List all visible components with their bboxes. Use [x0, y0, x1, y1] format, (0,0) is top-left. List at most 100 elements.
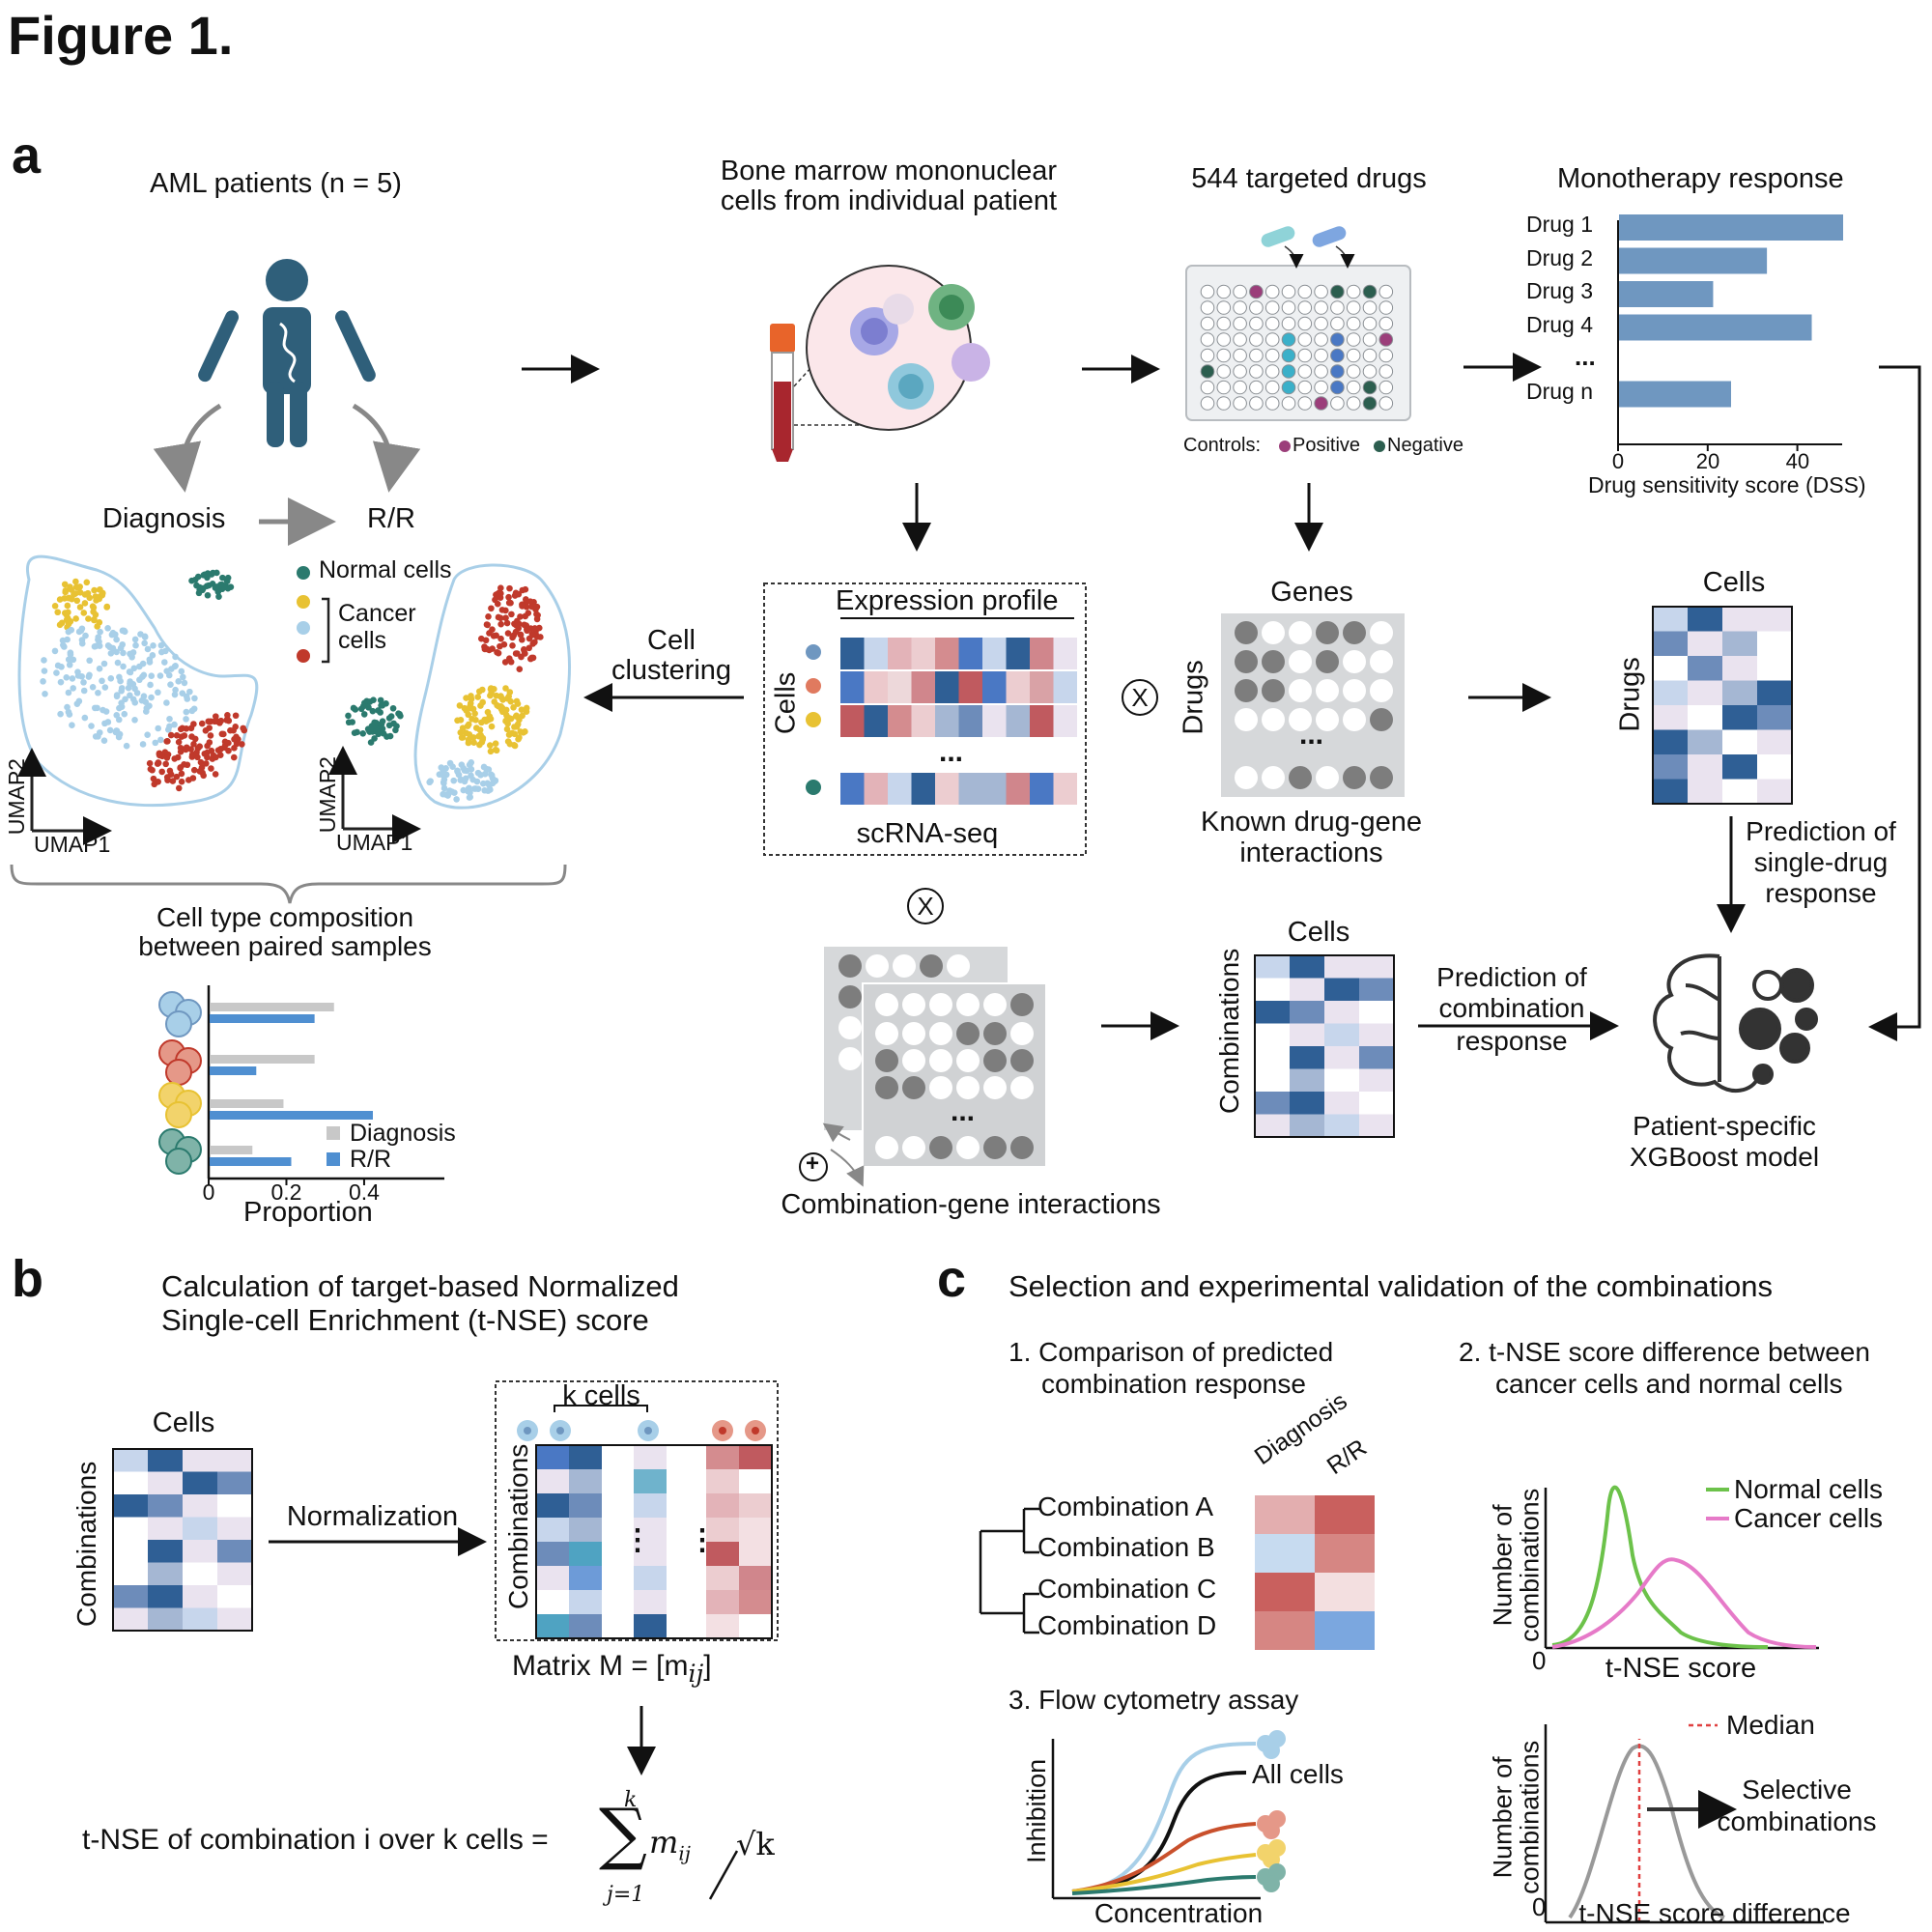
umap-dot — [487, 742, 494, 749]
comb-heat-cell — [1255, 955, 1290, 979]
umap-dot — [526, 644, 533, 652]
umap-dot — [492, 740, 499, 748]
umap-dot — [479, 698, 486, 706]
comb-heat-cell — [1290, 1068, 1324, 1092]
cg-front-dot — [983, 1022, 1007, 1045]
noc-axis-1: Number of combinations — [1489, 1468, 1545, 1662]
umap-dot — [80, 679, 87, 686]
umap-dot — [163, 738, 171, 745]
plate-well — [1249, 332, 1264, 347]
cg-back-dot — [920, 954, 943, 978]
plate-well — [1249, 316, 1264, 331]
plate-well — [1346, 300, 1361, 315]
drugs-axis-label: Drugs — [1178, 660, 1209, 735]
expression-cell — [1053, 773, 1077, 805]
umap-dot — [377, 709, 384, 716]
umap-dot — [453, 796, 460, 803]
plate-well — [1264, 284, 1280, 299]
umap-dot — [181, 732, 188, 739]
umap-dot — [463, 695, 469, 701]
umap-dot — [187, 724, 195, 732]
b-heat1-cell — [217, 1517, 252, 1540]
cg-back-dot — [893, 954, 916, 978]
umap-dot — [508, 729, 516, 737]
b-heat1-cell — [148, 1540, 183, 1563]
comb-heat-cell — [1359, 955, 1394, 979]
plate-well — [1362, 364, 1378, 379]
c-heat-cell — [1315, 1495, 1375, 1534]
mono-bar — [1619, 381, 1731, 408]
umap-dot — [502, 706, 510, 714]
umap-dot — [94, 623, 100, 630]
umap-dot — [139, 741, 147, 748]
umap-dot — [146, 759, 154, 767]
comb-heat-cell — [1290, 1114, 1324, 1137]
drug-heat-cell — [1757, 729, 1792, 754]
figure-title: Figure 1. — [8, 5, 234, 66]
comb-heat-cell — [1324, 1068, 1359, 1092]
umap-dot — [106, 726, 114, 734]
umap-dot — [459, 734, 467, 741]
umap-dot — [440, 779, 447, 786]
expression-cell — [1030, 671, 1054, 703]
umap-dot — [71, 591, 77, 598]
umap-dot — [91, 586, 98, 594]
controls-label: Controls: — [1183, 435, 1262, 456]
umap-dot — [171, 755, 179, 762]
comb-c-label: Combination C — [1037, 1574, 1217, 1604]
plate-well — [1249, 348, 1264, 363]
b-heat2-cell — [739, 1445, 772, 1469]
umap-dot — [69, 675, 76, 682]
umap-dot — [190, 705, 198, 713]
umap-dot — [201, 750, 209, 757]
umap-dot — [426, 779, 434, 786]
umap-dot — [461, 778, 469, 785]
drug-heat-cell — [1757, 705, 1792, 730]
dg-dot — [1262, 708, 1285, 731]
umap-dot — [144, 731, 151, 738]
comb-heat-cell — [1324, 1001, 1359, 1024]
plate-well — [1264, 380, 1280, 395]
pred-single-1: Prediction of — [1746, 816, 1896, 846]
umap-dot — [386, 732, 394, 740]
c-title: Selection and experimental validation of… — [1009, 1269, 1773, 1303]
plate-well — [1378, 364, 1394, 379]
expression-cell — [958, 705, 982, 737]
drug-heat-cell — [1653, 754, 1688, 780]
umap-dot — [100, 737, 108, 744]
comb-heat-cell — [1359, 978, 1394, 1001]
plate-well — [1378, 332, 1394, 347]
umap-dot — [377, 696, 384, 704]
drug-heat-cell — [1653, 729, 1688, 754]
umap-dot — [171, 721, 178, 728]
dg-dot — [1343, 766, 1366, 789]
b-heat1-cell — [148, 1562, 183, 1585]
umap-dot — [231, 735, 238, 743]
scrna-label: scRNA-seq — [856, 818, 999, 849]
b-heat2-cell — [536, 1566, 569, 1590]
umap-dot — [534, 611, 541, 619]
umap-dot — [212, 771, 219, 778]
tnse-diff-label: t-NSE score difference — [1578, 1898, 1851, 1928]
plate-well — [1346, 332, 1361, 347]
umap-dot — [51, 647, 59, 655]
prop-tick-label: 0.4 — [348, 1179, 380, 1205]
umap-dot — [113, 648, 120, 656]
b-heat2-cell — [536, 1614, 569, 1638]
umap-dot — [450, 777, 458, 784]
plate-well — [1297, 380, 1313, 395]
expression-cell — [1006, 638, 1030, 669]
umap-dot — [123, 742, 130, 750]
composition-label-1: Cell type composition — [156, 902, 414, 932]
b-heat2-cell — [536, 1445, 569, 1469]
umap-dot — [175, 784, 183, 792]
umap-dot — [385, 715, 393, 722]
umap-cell-dots — [40, 569, 544, 803]
expression-cell — [911, 638, 935, 669]
plate-well — [1346, 316, 1361, 331]
cells-comb-label: Cells — [1287, 917, 1350, 948]
comb-heat-cell — [1359, 1114, 1394, 1137]
umap-dot — [198, 720, 206, 727]
comb-heat-cell — [1324, 955, 1359, 979]
tnse-distribution-plot — [1544, 1485, 1819, 1650]
